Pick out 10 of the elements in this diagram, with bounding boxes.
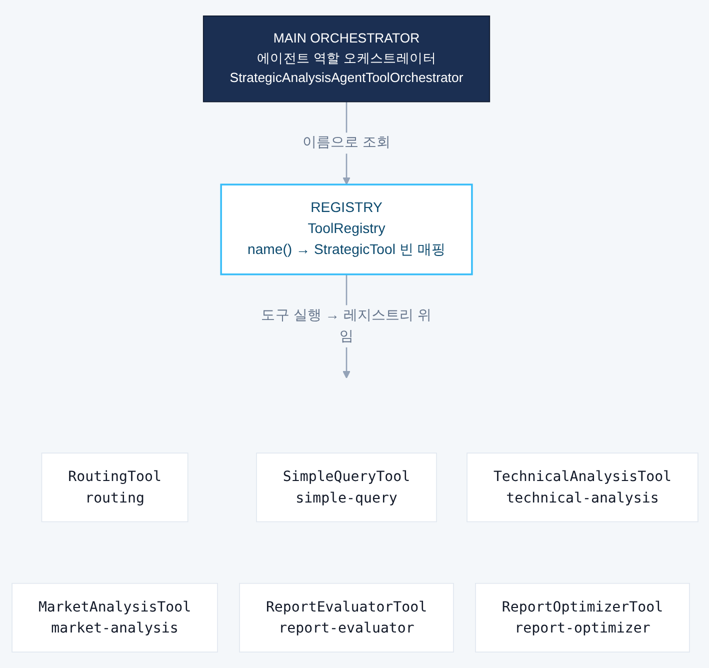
edge-label: 도구 실행 → 레지스트리 위임: [260, 308, 432, 344]
node-box: ReportOptimizerTool report-optimizer: [474, 582, 690, 652]
node-box: TechnicalAnalysisTool technical-analysis: [466, 452, 698, 522]
node-box: MarketAnalysisTool market-analysis: [11, 582, 218, 652]
node-box: ReportEvaluatorTool report-evaluator: [238, 582, 454, 652]
edge-label: 이름으로 조회: [302, 135, 390, 150]
node-box: REGISTRY ToolRegistry name() → StrategicTool 빈 매핑: [220, 184, 472, 276]
node-box: SimpleQueryTool simple-query: [256, 452, 436, 522]
node-box: RoutingTool routing: [40, 452, 188, 522]
node-box: MAIN ORCHESTRATOR 에이전트 역할 오케스트레이터 StrategicAnalysisAgentToolOrchestrator: [202, 16, 490, 102]
